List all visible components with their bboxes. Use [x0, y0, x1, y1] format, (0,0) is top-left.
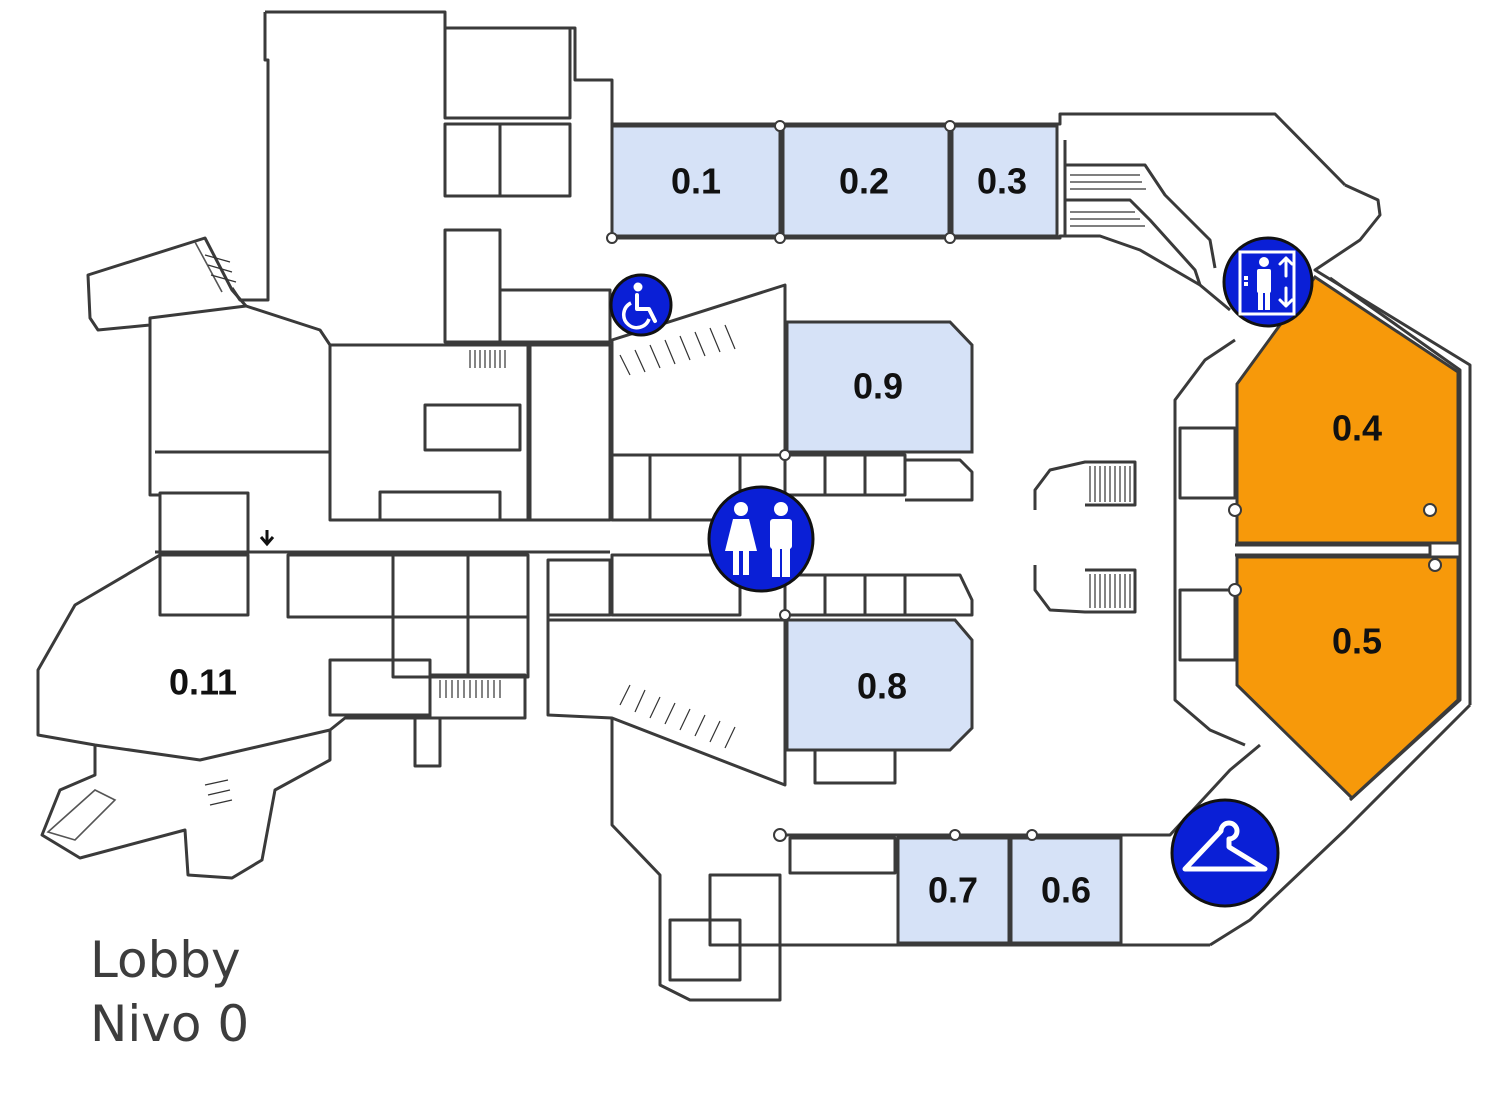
room-label-0-3: 0.3	[977, 161, 1027, 202]
room-0-3[interactable]: 0.3	[950, 124, 1059, 238]
column-posts	[606, 120, 1442, 842]
room-label-0-8: 0.8	[857, 666, 907, 707]
room-label-0-5: 0.5	[1332, 621, 1382, 662]
elevator-icon	[1222, 236, 1314, 328]
wheelchair-icon	[609, 273, 673, 337]
entrance-arrow-icon	[259, 530, 275, 547]
page-title-line1: Lobby	[90, 931, 241, 989]
room-label-0-1: 0.1	[671, 161, 721, 202]
room-0-5[interactable]: 0.5	[1235, 555, 1460, 801]
room-0-7[interactable]: 0.7	[896, 836, 1011, 945]
interior-walls	[155, 26, 1432, 982]
rooms: 0.1 0.2 0.3 0.4 0.5 0.6 0.7 0.8	[169, 124, 1460, 945]
stair-hatching	[204, 174, 1146, 806]
room-label-0-2: 0.2	[839, 161, 889, 202]
room-label-0-11: 0.11	[169, 662, 237, 703]
room-label-0-7: 0.7	[928, 870, 978, 911]
page-title: Lobby Nivo 0	[90, 928, 249, 1056]
room-label-0-6: 0.6	[1041, 870, 1091, 911]
page-title-line2: Nivo 0	[90, 995, 250, 1053]
room-label-0-9: 0.9	[853, 366, 903, 407]
room-0-9[interactable]: 0.9	[785, 320, 974, 454]
room-0-2[interactable]: 0.2	[781, 124, 951, 238]
cloakroom-hanger-icon	[1170, 798, 1280, 908]
room-label-0-4: 0.4	[1332, 408, 1382, 449]
room-0-11[interactable]: 0.11	[169, 662, 237, 703]
room-0-8[interactable]: 0.8	[785, 618, 974, 752]
room-0-6[interactable]: 0.6	[1009, 836, 1123, 945]
room-0-1[interactable]: 0.1	[610, 124, 782, 238]
restroom-icon	[707, 485, 815, 593]
